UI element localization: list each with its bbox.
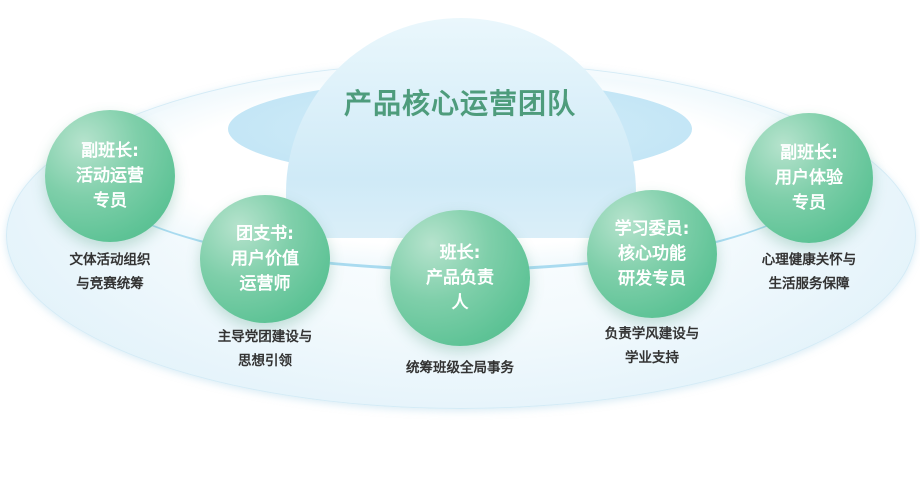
role-desc-user-experience: 心理健康关怀与 生活服务保障 <box>761 252 857 292</box>
role-node-user-experience: 副班长: 用户体验 专员 <box>745 113 873 243</box>
role-desc-league-secretary: 主导党团建设与 思想引领 <box>217 329 313 369</box>
role-desc-monitor: 统筹班级全局事务 <box>406 360 514 376</box>
diagram-title: 产品核心运营团队 <box>343 87 576 120</box>
role-desc-activity: 文体活动组织 与竞赛统筹 <box>69 252 151 292</box>
role-node-monitor: 班长: 产品负责 人 <box>390 210 530 346</box>
role-node-league-secretary: 团支书: 用户价值 运营师 <box>200 195 330 323</box>
role-desc-study: 负责学风建设与 学业支持 <box>604 326 700 366</box>
role-node-study: 学习委员: 核心功能 研发专员 <box>587 190 717 318</box>
role-node-activity: 副班长: 活动运营 专员 <box>45 110 175 242</box>
